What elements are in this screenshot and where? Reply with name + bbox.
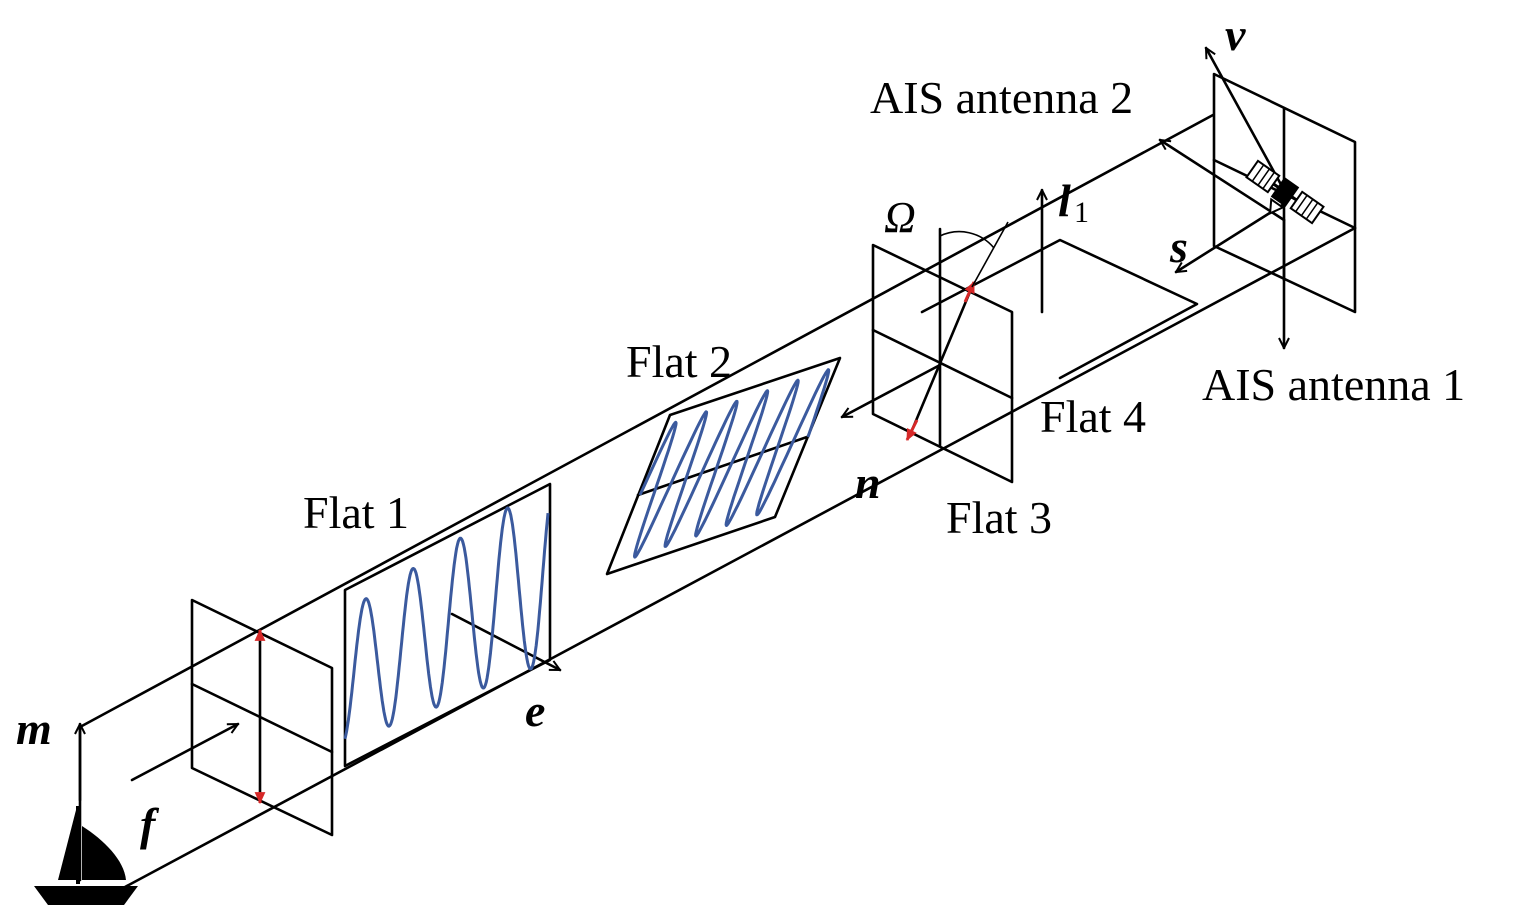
omega-angle-label: Ω <box>884 193 916 242</box>
s-vector-arrow <box>1176 202 1286 274</box>
e-vector-label: e <box>525 685 545 736</box>
v-vector-arrow <box>1204 48 1286 192</box>
flat-3-pol-line <box>908 285 974 437</box>
propagation-lines <box>78 113 1357 889</box>
antenna-2-arrow <box>1160 138 1286 222</box>
flat-1-plane <box>190 482 552 837</box>
flat-2-plane <box>605 356 842 576</box>
flat-1-wave <box>343 506 550 740</box>
n-vector-label: n <box>855 457 881 508</box>
n-vector-arrow <box>842 363 942 419</box>
e-vector-arrow <box>450 612 560 672</box>
v-vector-label: v <box>1225 9 1246 60</box>
f-vector-label: f <box>140 799 160 850</box>
f-vector-arrow <box>130 722 238 782</box>
flat-4-label: Flat 4 <box>1040 391 1146 442</box>
sailboat-icon <box>34 806 138 905</box>
omega-reference-line <box>971 221 1009 288</box>
l1-vector-label: l <box>1058 175 1071 226</box>
flat-4-plane <box>920 238 1199 380</box>
flat-1-label: Flat 1 <box>303 487 409 538</box>
flat-2-label: Flat 2 <box>626 336 732 387</box>
l1-subscript: 1 <box>1074 196 1089 229</box>
flat-3-label: Flat 3 <box>946 492 1052 543</box>
s-vector-label: s <box>1169 221 1188 272</box>
satellite-icon <box>1245 159 1325 225</box>
ais-antenna-1-label: AIS antenna 1 <box>1202 359 1465 410</box>
flat-2-wave <box>633 368 831 559</box>
omega-angle-arc <box>939 230 995 249</box>
m-vector-label: m <box>16 703 52 754</box>
ais-antenna-2-label: AIS antenna 2 <box>870 72 1133 123</box>
